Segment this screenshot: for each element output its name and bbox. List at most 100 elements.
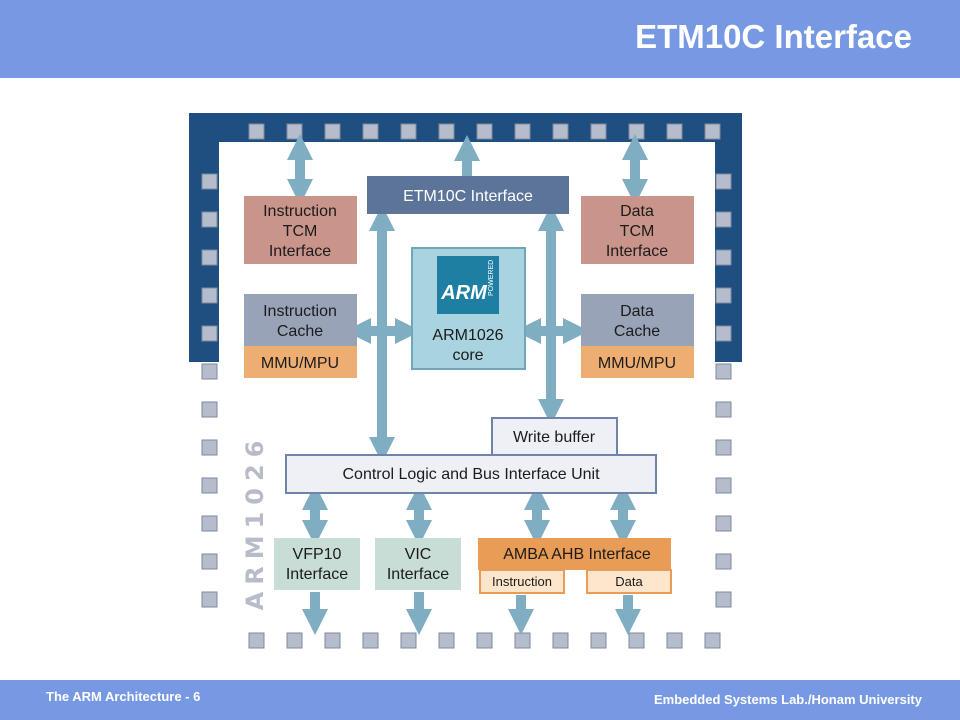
arm1026-core-box: ARM POWERED ARM1026 core <box>411 247 526 370</box>
itcm-line-1: Instruction <box>263 203 337 220</box>
vfp10-interface-box: VFP10 Interface <box>274 538 360 590</box>
instruction-tcm-box: Instruction TCM Interface <box>244 196 357 264</box>
mmu-left-label: MMU/MPU <box>261 355 339 372</box>
core-line-1: ARM1026 <box>432 327 503 344</box>
chip-pin <box>628 632 645 649</box>
chip-pin <box>476 123 493 140</box>
dcache-line-1: Data <box>620 303 654 320</box>
chip-pin <box>201 173 218 190</box>
etm-label: ETM10C Interface <box>403 188 533 205</box>
chip-pin <box>201 287 218 304</box>
chip-pin <box>715 211 732 228</box>
control-logic-box: Control Logic and Bus Interface Unit <box>285 454 657 494</box>
dcache-line-2: Cache <box>614 323 660 340</box>
instruction-cache-box: Instruction Cache <box>244 294 357 346</box>
chip-pin <box>324 123 341 140</box>
chip-pin <box>590 123 607 140</box>
arm-logo-powered: POWERED <box>488 260 495 296</box>
chip-pin <box>324 632 341 649</box>
chip-pin <box>248 123 265 140</box>
chip-pin <box>201 515 218 532</box>
amba-ahb-box: AMBA AHB Interface Instruction Data <box>478 538 672 594</box>
mmu-right-label: MMU/MPU <box>598 355 676 372</box>
title-bar: ETM10C Interface <box>0 0 960 78</box>
footer-left: The ARM Architecture - 6 <box>46 689 201 704</box>
chip-pin <box>715 515 732 532</box>
chip-pin <box>201 553 218 570</box>
vic-line-1: VIC <box>405 546 432 563</box>
ahb-instruction-label: Instruction <box>492 574 552 589</box>
vic-line-2: Interface <box>387 566 449 583</box>
chip-pin <box>628 123 645 140</box>
chip-pin <box>362 123 379 140</box>
chip-pin <box>248 632 265 649</box>
dtcm-line-1: Data <box>620 203 654 220</box>
dtcm-line-2: TCM <box>620 223 655 240</box>
chip-pin <box>362 632 379 649</box>
bus-arrows <box>287 134 648 635</box>
ahb-data-box <box>586 569 672 594</box>
chip-pin <box>552 632 569 649</box>
chip-pin <box>201 477 218 494</box>
chip-pin <box>438 123 455 140</box>
control-logic-label: Control Logic and Bus Interface Unit <box>342 466 600 483</box>
chip-pin <box>476 632 493 649</box>
chip-pin <box>438 632 455 649</box>
dtcm-line-3: Interface <box>606 243 668 260</box>
chip-pin <box>715 477 732 494</box>
chip-pin <box>715 401 732 418</box>
footer-bar: The ARM Architecture - 6 Embedded System… <box>0 680 960 720</box>
slide-title: ETM10C Interface <box>635 18 912 55</box>
chip-pin <box>704 123 721 140</box>
chip-pin <box>201 401 218 418</box>
core-line-2: core <box>452 347 483 364</box>
itcm-line-3: Interface <box>269 243 331 260</box>
write-buffer-box: Write buffer <box>491 417 618 457</box>
chip-pin <box>715 591 732 608</box>
itcm-line-2: TCM <box>283 223 318 240</box>
chip-pin <box>715 553 732 570</box>
vfp-line-2: Interface <box>286 566 348 583</box>
chip-pin <box>201 439 218 456</box>
chip-pin <box>715 249 732 266</box>
chip-pin <box>514 123 531 140</box>
chip-pin <box>715 363 732 380</box>
mmu-left-box: MMU/MPU <box>244 346 357 378</box>
chip-pin <box>286 632 303 649</box>
chip-pins <box>201 123 732 649</box>
footer-right: Embedded Systems Lab./Honam University <box>653 692 922 707</box>
arm-logo-icon <box>437 256 499 314</box>
vfp-line-1: VFP10 <box>293 546 342 563</box>
chip-pin <box>201 591 218 608</box>
write-buffer-label: Write buffer <box>513 429 596 446</box>
chip-pin <box>286 123 303 140</box>
chip-pin <box>715 287 732 304</box>
etm-box: ETM10C Interface <box>367 176 569 214</box>
chip-pin <box>552 123 569 140</box>
chip-pin <box>201 249 218 266</box>
data-tcm-box: Data TCM Interface <box>581 196 694 264</box>
chip-pin <box>400 632 417 649</box>
arm-logo-text: ARM <box>440 282 488 304</box>
icache-line-1: Instruction <box>263 303 337 320</box>
data-cache-box: Data Cache <box>581 294 694 346</box>
chip-pin <box>201 363 218 380</box>
chip-pin <box>715 325 732 342</box>
chip-pin <box>514 632 531 649</box>
ahb-label: AMBA AHB Interface <box>503 546 651 563</box>
icache-line-2: Cache <box>277 323 323 340</box>
chip-pin <box>715 439 732 456</box>
chip-pin <box>715 173 732 190</box>
chip-pin <box>704 632 721 649</box>
chip-pin <box>201 211 218 228</box>
chip-pin <box>666 632 683 649</box>
mmu-right-box: MMU/MPU <box>581 346 694 378</box>
ahb-data-label: Data <box>615 574 643 589</box>
vic-interface-box: VIC Interface <box>375 538 461 590</box>
chip-label: ARM1026 <box>241 434 269 611</box>
ahb-instruction-box <box>479 569 565 594</box>
chip-pin <box>666 123 683 140</box>
chip-pin <box>400 123 417 140</box>
chip-pin <box>590 632 607 649</box>
chip-pin <box>201 325 218 342</box>
